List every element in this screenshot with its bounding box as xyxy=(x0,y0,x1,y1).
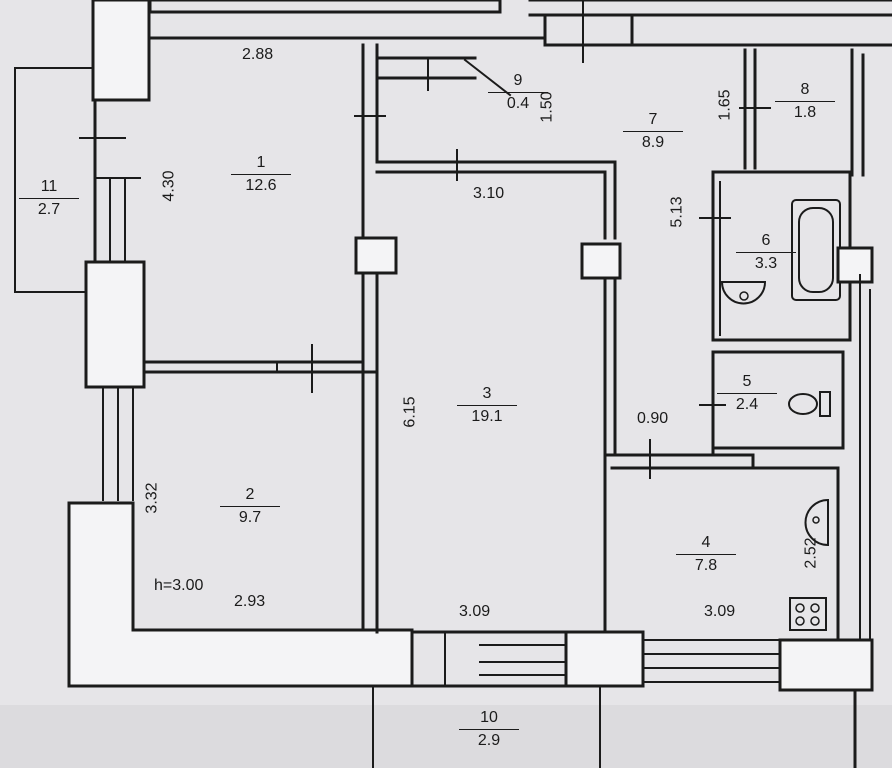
room-area: 3.3 xyxy=(736,252,796,272)
room-area: 2.4 xyxy=(717,393,777,413)
pillar-bottom-right xyxy=(778,638,874,692)
wall-bottom-left xyxy=(67,501,414,688)
room-area: 0.4 xyxy=(488,92,548,112)
room-area: 2.9 xyxy=(459,729,519,749)
room-area: 2.7 xyxy=(19,198,79,218)
pillar-top-left xyxy=(91,0,151,102)
column-left xyxy=(354,236,398,275)
room-area: 19.1 xyxy=(457,405,517,425)
room-3-label: 3 19.1 xyxy=(457,386,517,425)
room-number: 5 xyxy=(742,373,752,390)
room-number: 11 xyxy=(40,178,58,195)
room-11-label: 11 2.7 xyxy=(19,179,79,218)
dimension-kitchen-width: 3.09 xyxy=(704,603,736,620)
dimension-room1-length: 4.30 xyxy=(160,170,178,202)
dimension-hall-side: 1.65 xyxy=(716,89,734,121)
room-8-label: 8 1.8 xyxy=(775,82,835,121)
dimension-room3-top: 3.10 xyxy=(473,185,505,202)
room-number: 6 xyxy=(761,232,771,249)
room-number: 8 xyxy=(800,81,810,98)
room-4-label: 4 7.8 xyxy=(676,535,736,574)
riser-box xyxy=(836,246,874,284)
room-number: 7 xyxy=(648,111,658,128)
room-9-label: 9 0.4 xyxy=(488,73,548,112)
room-area: 8.9 xyxy=(623,131,683,151)
pillar-left-middle xyxy=(84,260,146,389)
toilet-icon xyxy=(819,391,831,417)
ceiling-height: h=3.00 xyxy=(154,577,204,594)
column-right xyxy=(580,242,622,280)
dimension-hall-length: 5.13 xyxy=(668,196,686,228)
dimension-hall-depth: 1.50 xyxy=(538,91,556,123)
pillar-bottom-middle xyxy=(564,630,645,688)
room-number: 3 xyxy=(482,385,492,402)
dimension-room3-length: 6.15 xyxy=(401,396,419,428)
room-7-label: 7 8.9 xyxy=(623,112,683,151)
room-number: 1 xyxy=(256,154,266,171)
kitchen-sink-icon xyxy=(804,498,829,547)
room-area: 1.8 xyxy=(775,101,835,121)
room-6-label: 6 3.3 xyxy=(736,233,796,272)
wall-top-right xyxy=(528,0,892,47)
dimension-corridor-width: 0.90 xyxy=(637,410,669,427)
room-area: 7.8 xyxy=(676,554,736,574)
stove-icon xyxy=(789,597,827,631)
dimension-kitchen-length: 2.52 xyxy=(802,537,820,569)
room-number: 4 xyxy=(701,534,711,551)
room-1-label: 1 12.6 xyxy=(231,155,291,194)
room-2-label: 2 9.7 xyxy=(220,487,280,526)
dimension-room2-width: 2.93 xyxy=(234,593,266,610)
closet-9 xyxy=(375,56,477,80)
room-area: 9.7 xyxy=(220,506,280,526)
sink-icon xyxy=(720,281,767,305)
room-5-label: 5 2.4 xyxy=(717,374,777,413)
dimension-room2-length: 3.32 xyxy=(143,482,161,514)
room-area: 12.6 xyxy=(231,174,291,194)
balcony-10 xyxy=(372,685,601,768)
bathroom-6 xyxy=(711,170,852,342)
balcony-11 xyxy=(14,67,94,293)
dimension-room1-width: 2.88 xyxy=(242,46,274,63)
dimension-room3-bottom: 3.09 xyxy=(459,603,491,620)
room-number: 9 xyxy=(513,72,523,89)
room-number: 2 xyxy=(245,486,255,503)
room-10-label: 10 2.9 xyxy=(459,710,519,749)
room-number: 10 xyxy=(480,709,498,726)
